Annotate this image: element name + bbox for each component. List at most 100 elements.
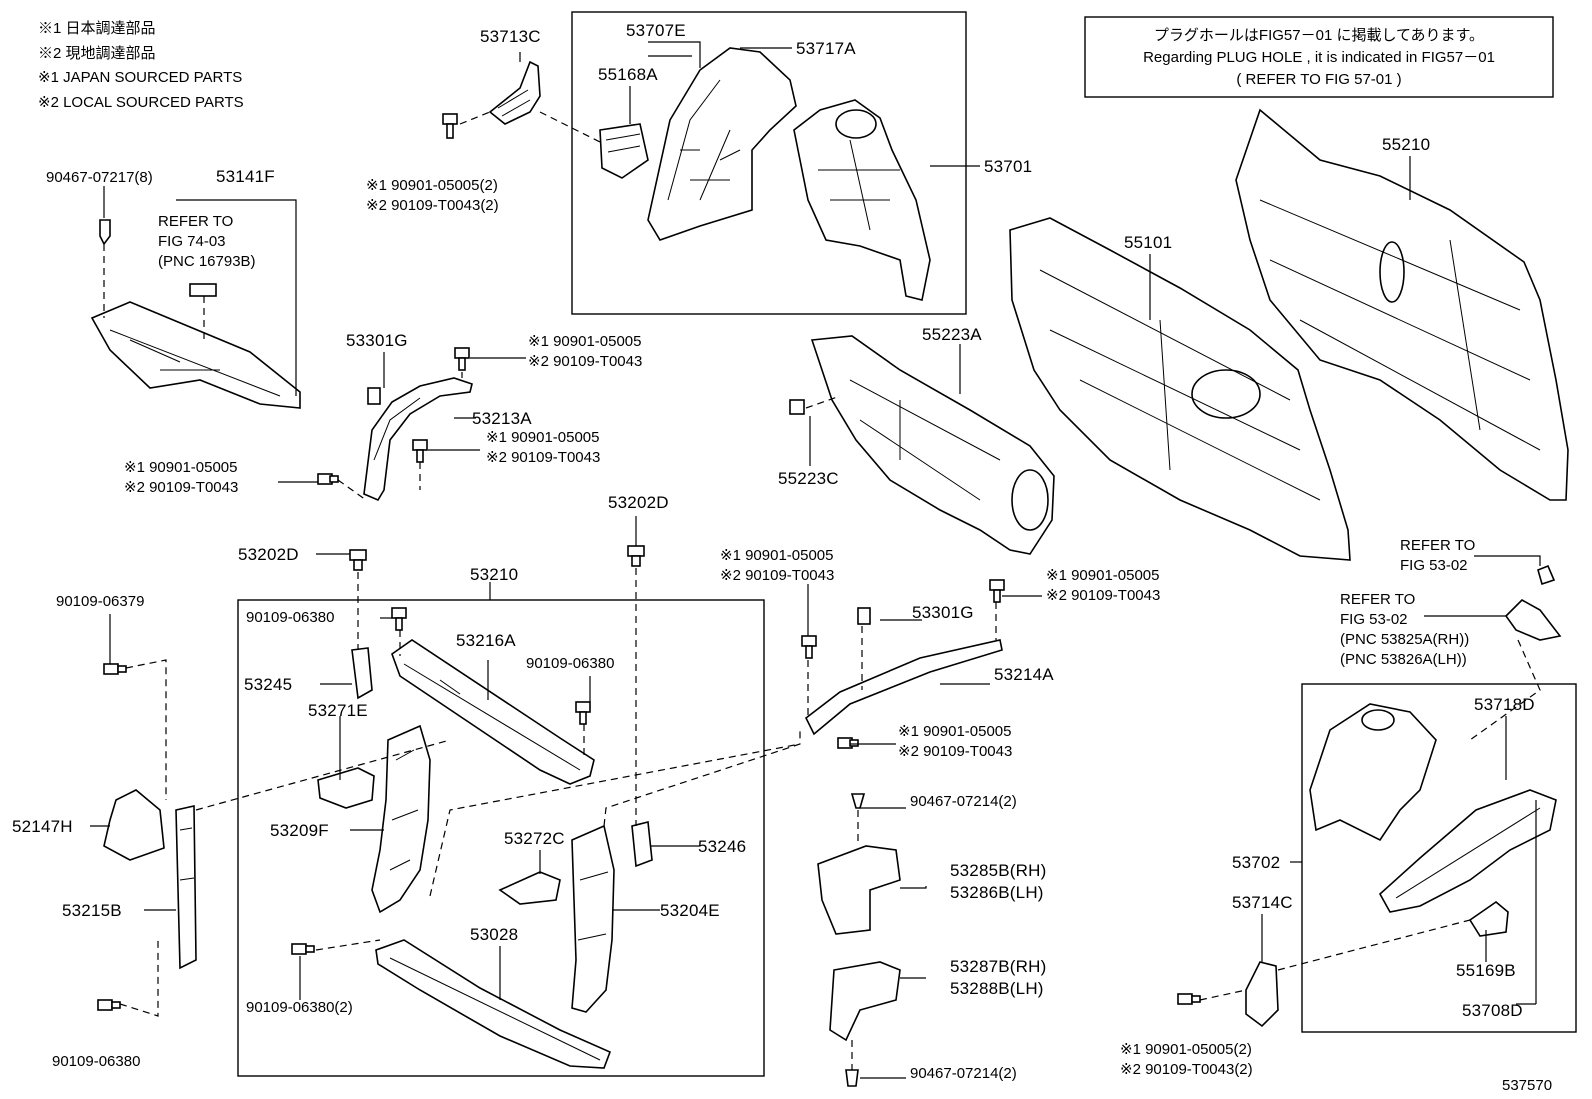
part-53215B <box>175 805 197 970</box>
part-55223A <box>810 335 1055 555</box>
label-90109-06380-a: 90109-06380 <box>246 609 334 626</box>
label-refer-53b-4: (PNC 53826A(LH)) <box>1340 651 1467 668</box>
part-53246 <box>631 821 653 868</box>
clip-icon <box>789 399 805 415</box>
notice-box: プラグホールはFIG57－01 に掲載してあります。 Regarding PLU… <box>1084 16 1554 98</box>
label-53286B: 53286B(LH) <box>950 883 1044 902</box>
clip-icon <box>850 793 866 809</box>
label-bolt-8-jp: ※1 90901-05005(2) <box>1120 1041 1252 1058</box>
bolt-icon <box>801 635 817 659</box>
label-90109-06380-c: 90109-06380 <box>52 1053 140 1070</box>
label-53028: 53028 <box>470 925 518 944</box>
part-53204E <box>571 824 615 1013</box>
part-53209F <box>371 724 431 914</box>
bolt-icon <box>575 701 591 725</box>
label-53210: 53210 <box>470 565 518 584</box>
part-53028 <box>375 939 612 1069</box>
label-refer-74-3: (PNC 16793B) <box>158 253 256 270</box>
label-53202D-right: 53202D <box>608 493 669 512</box>
bolt-icon <box>989 579 1005 603</box>
bolt-icon <box>412 439 428 463</box>
clip-icon <box>857 607 871 625</box>
clip-icon <box>367 387 381 405</box>
label-53301G-left: 53301G <box>346 331 408 350</box>
bolt-icon <box>837 737 859 749</box>
part-labels: 53713C 53707E 53717A 55168A 53701 ※1 909… <box>12 21 1552 1094</box>
notice-line-2: Regarding PLUG HOLE , it is indicated in… <box>1143 49 1495 66</box>
label-55223A: 55223A <box>922 325 982 344</box>
label-53701: 53701 <box>984 157 1032 176</box>
bolt-icon <box>442 113 458 139</box>
label-90109-06380-b: 90109-06380 <box>526 655 614 672</box>
label-bolt-4-local: ※2 90109-T0043 <box>124 479 238 496</box>
part-53216A <box>391 639 595 785</box>
legend-line-4: ※2 LOCAL SOURCED PARTS <box>38 94 244 111</box>
label-refer-74-1: REFER TO <box>158 213 233 230</box>
part-52147H <box>103 789 165 861</box>
part-53141F <box>90 283 301 409</box>
clip-icon <box>845 1069 859 1087</box>
label-refer-74-2: FIG 74-03 <box>158 233 226 250</box>
label-90109-06379: 90109-06379 <box>56 593 144 610</box>
part-53714C <box>1245 961 1279 1028</box>
label-bolt-3-jp: ※1 90901-05005 <box>486 429 600 446</box>
notice-line-1: プラグホールはFIG57－01 に掲載してあります。 <box>1154 27 1484 44</box>
part-53702 <box>1378 789 1557 913</box>
label-bolt-3-local: ※2 90109-T0043 <box>486 449 600 466</box>
part-53272C <box>498 871 561 905</box>
label-53209F: 53209F <box>270 821 329 840</box>
clip-icon <box>627 545 645 567</box>
figure-number: 537570 <box>1502 1077 1552 1094</box>
label-53202D-left: 53202D <box>238 545 299 564</box>
label-90467-07214-b: 90467-07214(2) <box>910 1065 1017 1082</box>
label-refer-53-1: REFER TO <box>1400 537 1475 554</box>
label-90467-07214-a: 90467-07214(2) <box>910 793 1017 810</box>
legend-line-3: ※1 JAPAN SOURCED PARTS <box>38 69 242 86</box>
part-53213A <box>363 377 473 502</box>
label-53708D: 53708D <box>1462 1001 1523 1020</box>
label-bolt-8-local: ※2 90109-T0043(2) <box>1120 1061 1253 1078</box>
part-53245 <box>351 647 373 700</box>
bolt-icon <box>454 347 470 371</box>
label-55101: 55101 <box>1124 233 1172 252</box>
label-53215B: 53215B <box>62 901 122 920</box>
label-bolt-1-local: ※2 90109-T0043(2) <box>366 197 499 214</box>
bolt-icon <box>97 999 121 1011</box>
label-53213A: 53213A <box>472 409 532 428</box>
part-53271E <box>317 767 375 809</box>
label-bolt-2-jp: ※1 90901-05005 <box>528 333 642 350</box>
bolt-icon <box>317 473 339 485</box>
bolt-icon <box>1177 993 1201 1005</box>
part-53825A <box>1504 564 1562 641</box>
part-53713C <box>488 60 541 125</box>
label-bolt-6-local: ※2 90109-T0043 <box>1046 587 1160 604</box>
label-53714C: 53714C <box>1232 893 1293 912</box>
label-bolt-2-local: ※2 90109-T0043 <box>528 353 642 370</box>
label-53713C: 53713C <box>480 27 541 46</box>
label-55169B: 55169B <box>1456 961 1516 980</box>
label-53288B: 53288B(LH) <box>950 979 1044 998</box>
label-53272C: 53272C <box>504 829 565 848</box>
label-refer-53b-3: (PNC 53825A(RH)) <box>1340 631 1469 648</box>
label-53204E: 53204E <box>660 901 720 920</box>
part-55210 <box>1235 108 1569 501</box>
label-53287B: 53287B(RH) <box>950 957 1047 976</box>
part-53707E <box>647 47 797 241</box>
label-53245: 53245 <box>244 675 292 694</box>
label-53702: 53702 <box>1232 853 1280 872</box>
label-55168A: 55168A <box>598 65 658 84</box>
label-bolt-5-local: ※2 90109-T0043 <box>720 567 834 584</box>
label-bolt-7-jp: ※1 90901-05005 <box>898 723 1012 740</box>
label-53246: 53246 <box>698 837 746 856</box>
label-90109-06380-2: 90109-06380(2) <box>246 999 353 1016</box>
label-53301G-right: 53301G <box>912 603 974 622</box>
label-refer-53b-2: FIG 53-02 <box>1340 611 1408 628</box>
label-53718D: 53718D <box>1474 695 1535 714</box>
legend: ※1 日本調達部品 ※2 現地調達部品 ※1 JAPAN SOURCED PAR… <box>38 20 244 111</box>
part-53701 <box>793 99 931 301</box>
part-55101 <box>1009 217 1351 561</box>
label-bolt-4-jp: ※1 90901-05005 <box>124 459 238 476</box>
group-box-53210 <box>237 599 765 1077</box>
label-53216A: 53216A <box>456 631 516 650</box>
